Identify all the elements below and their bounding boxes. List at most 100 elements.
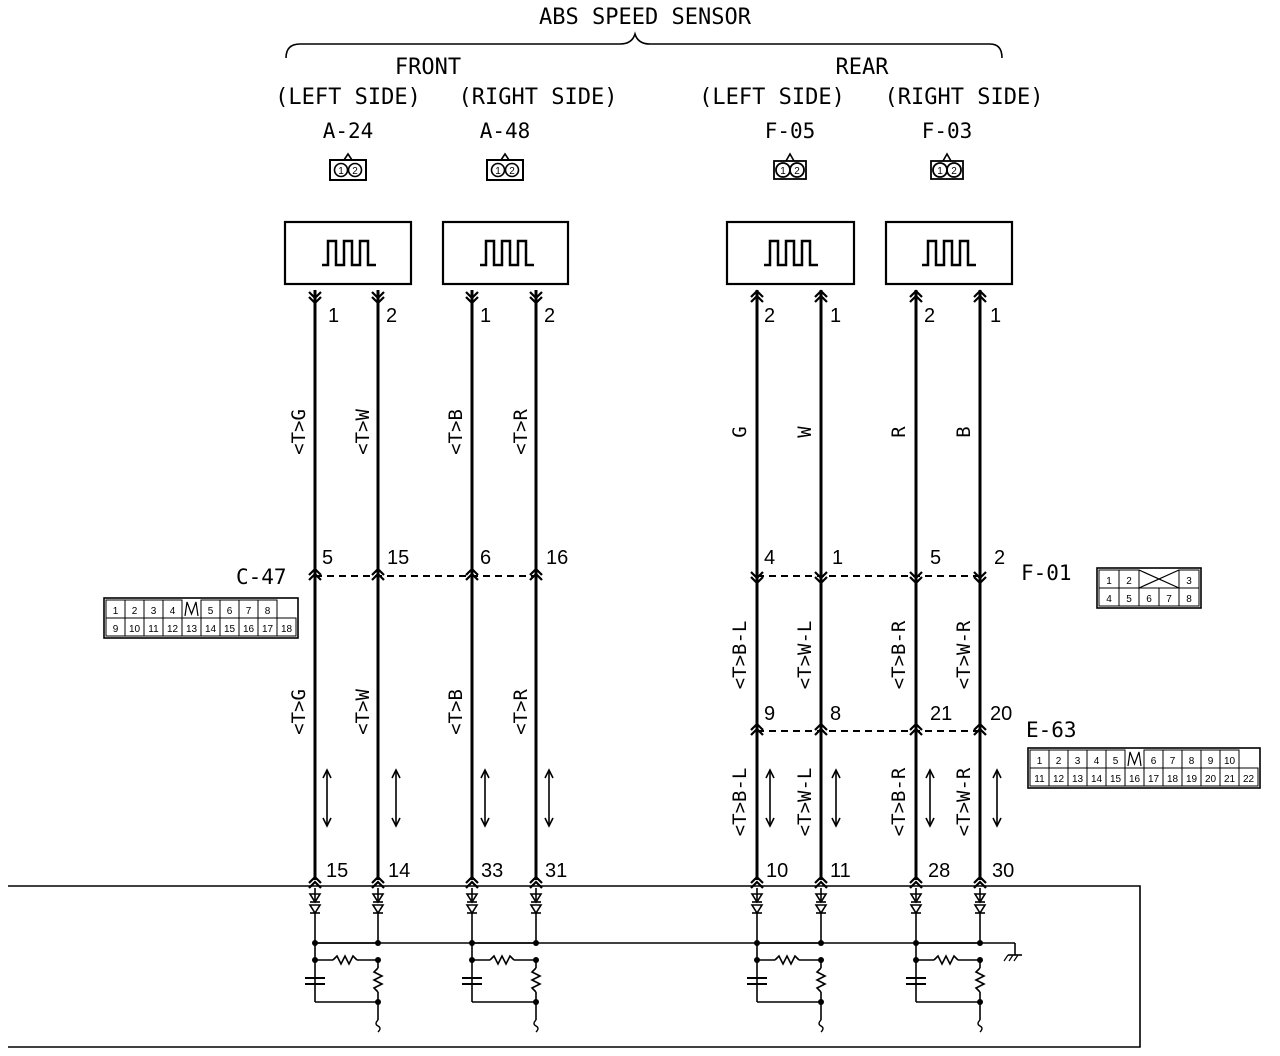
ecu-pin-15: 15 xyxy=(326,860,348,882)
wire-label-mid-8: <T>W-R xyxy=(953,620,975,689)
sensor-box-rear-left xyxy=(725,220,856,286)
wire-label-mid-2: <T>W xyxy=(352,689,374,735)
connector-f03-plug-icon: 1 2 xyxy=(930,152,964,180)
wire-label-upper-4: <T>R xyxy=(510,409,532,455)
pulse-wave-icon xyxy=(920,239,978,267)
updown-arrow-icon xyxy=(322,769,332,827)
wire-label-upper-3: <T>B xyxy=(445,409,467,455)
e63-cell: 11 xyxy=(1034,774,1045,785)
f01-cell: 7 xyxy=(1166,594,1172,605)
pulse-wave-icon xyxy=(320,239,378,267)
c47-junction xyxy=(307,567,544,582)
e63-cell: 10 xyxy=(1224,756,1236,767)
connector-f01-label: F-01 xyxy=(1021,561,1072,585)
ecu-input-circuit xyxy=(462,888,542,1033)
c47-cell: 13 xyxy=(186,624,198,635)
e63-cell: 18 xyxy=(1167,774,1179,785)
connector-a48-label: A-48 xyxy=(480,119,531,143)
wire-label-mid-7: <T>B-R xyxy=(888,620,910,689)
e63-cell: 16 xyxy=(1129,774,1141,785)
e63-cell: 8 xyxy=(1189,756,1195,767)
wire-label-upper-1: <T>G xyxy=(288,409,310,455)
wire-label-mid-6: <T>W-L xyxy=(794,621,816,690)
e63-cell: 6 xyxy=(1151,756,1157,767)
ecu-input-circuit xyxy=(906,888,986,1033)
wire-lines xyxy=(313,290,982,880)
connector-e63-label: E-63 xyxy=(1026,718,1077,742)
e63-cell: 15 xyxy=(1110,774,1122,785)
pulse-wave-icon xyxy=(478,239,536,267)
c47-cell: 6 xyxy=(227,606,233,617)
key-symbol-icon xyxy=(184,601,199,617)
wire-label-mid-5: <T>B-L xyxy=(729,621,751,690)
a24-plug-pin-2: 2 xyxy=(352,166,358,177)
c47-cell: 1 xyxy=(113,606,119,617)
e63-pin-21: 21 xyxy=(930,703,952,725)
ecu-input-circuit xyxy=(747,888,827,1033)
f01-cell: 5 xyxy=(1126,594,1132,605)
front-left-side-label: (LEFT SIDE) xyxy=(275,85,421,110)
e63-cell: 13 xyxy=(1072,774,1084,785)
e63-junction xyxy=(749,722,988,737)
ecu-input-circuit xyxy=(305,888,384,1033)
f05-pin-1: 1 xyxy=(830,305,841,327)
a24-plug-pin-1: 1 xyxy=(338,166,344,177)
f01-pin-4: 4 xyxy=(764,547,775,569)
ground-icon xyxy=(977,1019,983,1033)
updown-arrow-icon xyxy=(992,769,1002,827)
ground-icon xyxy=(375,1019,381,1033)
front-label: FRONT xyxy=(395,55,461,80)
sensor-box-front-left xyxy=(283,220,413,286)
connector-f05-label: F-05 xyxy=(765,119,816,143)
c47-cell: 10 xyxy=(129,624,141,635)
f01-cell: 6 xyxy=(1146,594,1152,605)
ecu-pin-14: 14 xyxy=(388,860,410,882)
c47-cell: 2 xyxy=(132,606,138,617)
resistor-icon xyxy=(332,954,358,966)
e63-cell: 21 xyxy=(1224,774,1236,785)
f03-plug-pin-1: 1 xyxy=(937,166,943,177)
connector-a48-plug-icon: 1 2 xyxy=(486,153,524,181)
e63-cell: 22 xyxy=(1243,774,1255,785)
e63-pin-9: 9 xyxy=(764,703,775,725)
resistor-icon xyxy=(933,954,959,966)
c47-cell: 8 xyxy=(265,606,271,617)
f01-cell: 3 xyxy=(1186,576,1192,587)
key-symbol-icon xyxy=(1138,569,1180,589)
c47-cell: 7 xyxy=(246,606,252,617)
c47-cell: 12 xyxy=(167,624,179,635)
a48-plug-pin-2: 2 xyxy=(509,166,515,177)
e63-cell: 7 xyxy=(1170,756,1176,767)
resistor-icon xyxy=(815,967,827,993)
c47-cell: 9 xyxy=(113,624,119,635)
resistor-icon xyxy=(489,954,515,966)
a48-pin-2: 2 xyxy=(544,305,555,327)
a48-pin-1: 1 xyxy=(480,305,491,327)
e63-cell: 19 xyxy=(1186,774,1198,785)
f01-cell: 1 xyxy=(1106,576,1112,587)
f01-junction xyxy=(749,570,988,585)
f01-cell: 8 xyxy=(1186,594,1192,605)
resistor-icon xyxy=(372,967,384,993)
wire-label-mid-3: <T>B xyxy=(445,689,467,735)
f05-plug-pin-2: 2 xyxy=(794,166,800,177)
wire-label-upper-8: B xyxy=(953,426,975,437)
c47-cell: 15 xyxy=(224,624,236,635)
ecu-pin-10: 10 xyxy=(766,860,788,882)
c47-cell: 11 xyxy=(148,624,159,635)
a24-pin-1: 1 xyxy=(328,305,339,327)
e63-cell: 4 xyxy=(1094,756,1100,767)
f03-plug-pin-2: 2 xyxy=(951,166,957,177)
ecu-pin-28: 28 xyxy=(928,860,950,882)
c47-cell: 3 xyxy=(151,606,157,617)
f01-pin-2: 2 xyxy=(994,547,1005,569)
e63-cell: 20 xyxy=(1205,774,1217,785)
f01-pin-1: 1 xyxy=(832,547,843,569)
e63-pin-20: 20 xyxy=(990,703,1012,725)
ecu-pin-31: 31 xyxy=(545,860,567,882)
pulse-wave-icon xyxy=(762,239,820,267)
c47-pin-5: 5 xyxy=(322,547,333,569)
